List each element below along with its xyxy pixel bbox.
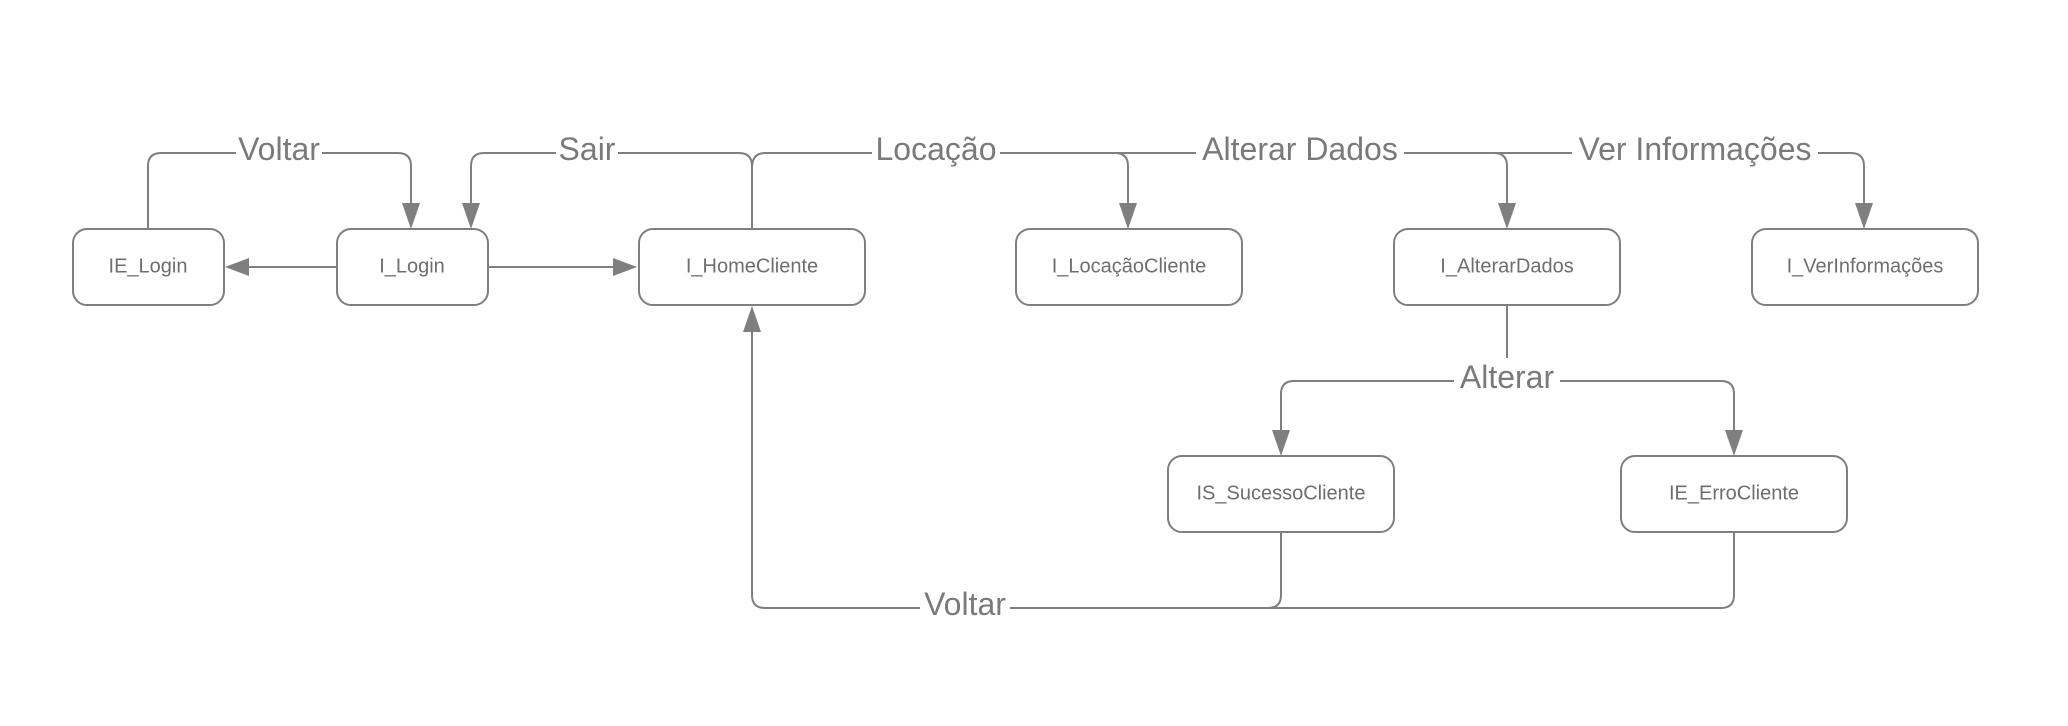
arrowhead-down (1498, 203, 1516, 229)
edge-label-ver-informacoes: Ver Informações (1579, 131, 1812, 167)
node-label: IS_SucessoCliente (1197, 482, 1366, 504)
arrowhead-down (462, 203, 480, 229)
edge-labels: Voltar Sair Locação Alterar Dados Ver In… (236, 130, 1818, 625)
arrowhead-down (1119, 203, 1137, 229)
node-i-locacaocliente: I_LocaçãoCliente (1015, 228, 1243, 306)
node-label: IE_ErroCliente (1669, 482, 1799, 504)
arrowhead-down (402, 203, 420, 229)
edge-alterar-to-errocliente (1507, 380, 1735, 430)
node-ie-login: IE_Login (72, 228, 225, 306)
node-label: I_LocaçãoCliente (1052, 255, 1207, 277)
node-label: I_VerInformações (1787, 255, 1944, 277)
edge-label-alterar: Alterar (1460, 359, 1555, 395)
node-i-verinformacoes: I_VerInformações (1751, 228, 1979, 306)
edge-ver-informacoes-to-verinformacoes (1494, 152, 1865, 203)
node-ie-errocliente: IE_ErroCliente (1620, 455, 1848, 533)
node-i-login: I_Login (336, 228, 489, 306)
node-label: IE_Login (109, 255, 188, 277)
node-label: I_AlterarDados (1440, 255, 1573, 277)
edge-label-locacao: Locação (876, 131, 997, 167)
arrowhead-up (743, 306, 761, 332)
edge-label-alterar-dados: Alterar Dados (1202, 131, 1398, 167)
edge-voltar-sucesso-to-homecliente (751, 332, 1282, 609)
arrowhead-right (613, 258, 637, 276)
node-label: I_HomeCliente (686, 255, 818, 277)
arrowhead-left (225, 258, 249, 276)
edge-label-voltar-bottom: Voltar (924, 586, 1006, 622)
edge-voltar-erro-to-homecliente (1268, 533, 1735, 609)
edge-label-sair: Sair (559, 131, 616, 167)
arrowhead-down (1272, 430, 1290, 456)
node-i-alterardados: I_AlterarDados (1393, 228, 1621, 306)
arrowhead-down (1855, 203, 1873, 229)
nodes: IE_Login I_Login I_HomeCliente I_Locação… (72, 228, 1979, 533)
edge-alterar-to-sucessocliente (1280, 306, 1508, 430)
connectors (147, 152, 1873, 609)
edge-label-voltar-top: Voltar (238, 131, 320, 167)
arrowhead-down (1725, 430, 1743, 456)
node-i-homecliente: I_HomeCliente (638, 228, 866, 306)
node-is-sucessocliente: IS_SucessoCliente (1167, 455, 1395, 533)
node-label: I_Login (379, 255, 445, 277)
